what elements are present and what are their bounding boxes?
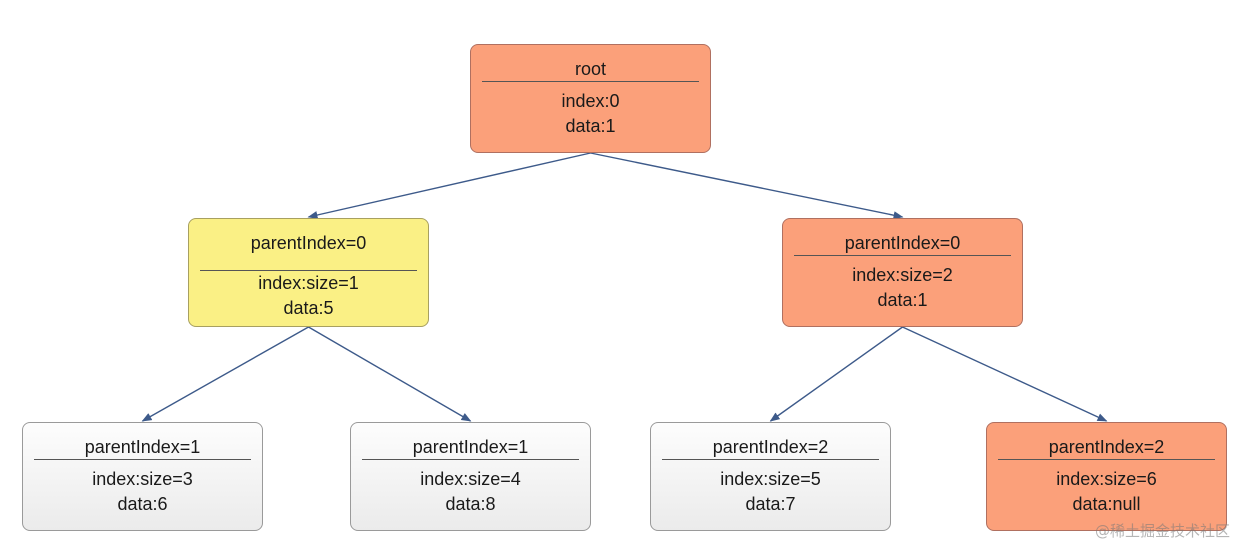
node-data: data:1 [877,290,928,310]
node-right: parentIndex=0 index:size=2 data:1 [782,218,1023,327]
node-divider [34,459,251,460]
node-left-right: parentIndex=1 index:size=4 data:8 [350,422,591,531]
node-left: parentIndex=0 index:size=1 data:5 [188,218,429,327]
node-divider [482,81,699,82]
node-title: root [574,59,607,79]
node-divider [794,255,1011,256]
node-title: parentIndex=1 [412,437,529,457]
node-data: data:6 [117,494,168,514]
node-title: parentIndex=0 [250,233,367,253]
node-title: parentIndex=2 [712,437,829,457]
node-data: data:1 [565,116,616,136]
node-data: data:8 [445,494,496,514]
edge-right-rl [769,326,903,422]
watermark: @稀土掘金技术社区 [1094,522,1230,540]
edge-right-rr [902,326,1108,422]
edge-root-left [307,152,591,219]
node-right-right: parentIndex=2 index:size=6 data:null [986,422,1227,531]
edge-root-right [590,152,904,220]
node-title: parentIndex=1 [84,437,201,457]
node-root: root index:0 data:1 [470,44,711,153]
node-index: index:size=4 [420,469,521,489]
node-index: index:size=1 [258,273,359,293]
node-divider [362,459,579,460]
node-title: parentIndex=2 [1048,437,1165,457]
edge-left-lr [308,326,472,422]
node-index: index:size=5 [720,469,821,489]
node-data: data:null [1072,494,1141,514]
node-index: index:size=3 [92,469,193,489]
node-index: index:size=2 [852,265,953,285]
node-title: parentIndex=0 [844,233,961,253]
node-divider [200,270,417,271]
node-divider [662,459,879,460]
node-index: index:0 [561,91,620,111]
node-divider [998,459,1215,460]
node-right-left: parentIndex=2 index:size=5 data:7 [650,422,891,531]
node-index: index:size=6 [1056,469,1157,489]
edge-left-ll [141,326,309,422]
node-data: data:5 [283,298,334,318]
node-data: data:7 [745,494,796,514]
node-left-left: parentIndex=1 index:size=3 data:6 [22,422,263,531]
